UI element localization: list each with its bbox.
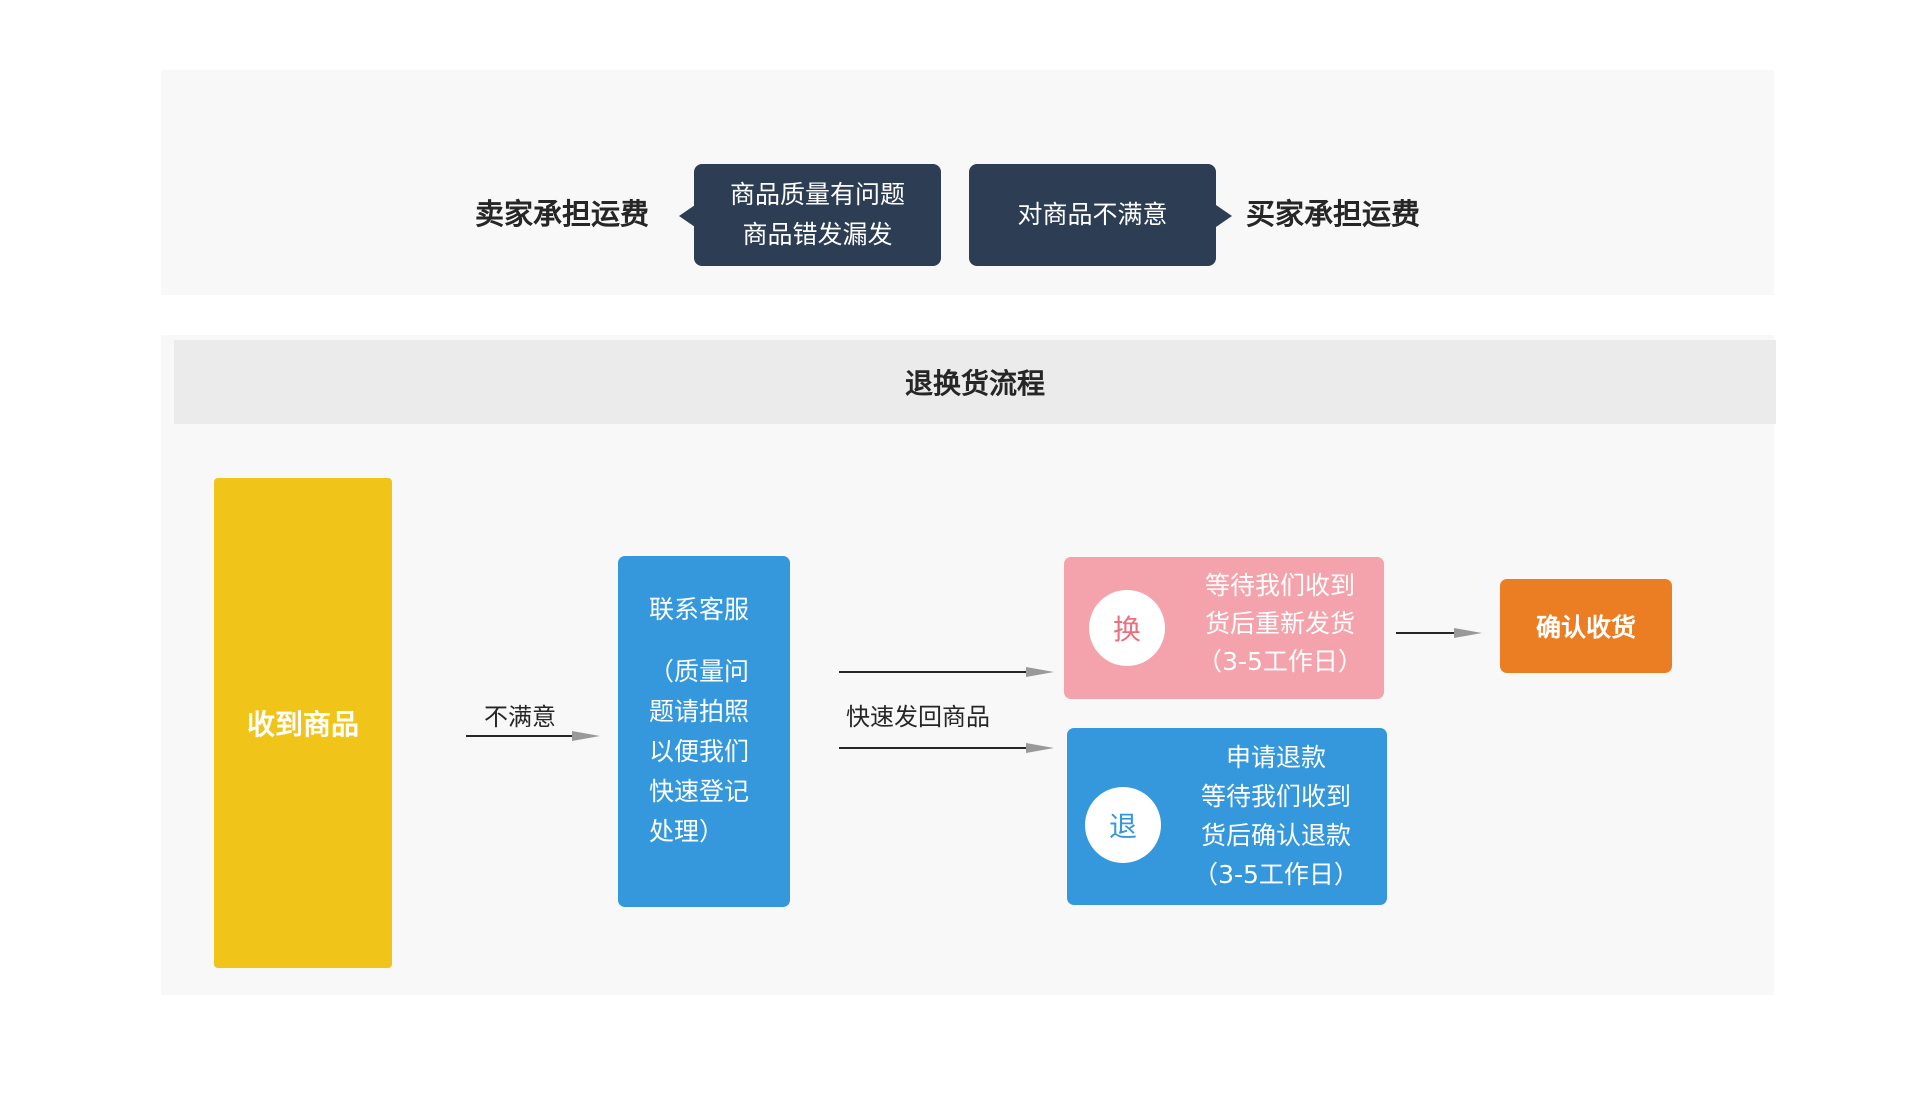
buyer-reason-text: 对商品不满意 xyxy=(1017,200,1168,229)
process-title-bar: 退换货流程 xyxy=(174,340,1776,424)
right-pointer xyxy=(1216,205,1232,227)
refund-box: 退 申请退款 等待我们收到 货后确认退款 （3-5工作日） xyxy=(1067,728,1387,905)
shipping-cost-panel xyxy=(161,70,1774,295)
buyer-pays-label: 买家承担运费 xyxy=(1246,197,1421,231)
exchange-box: 换 等待我们收到 货后重新发货 （3-5工作日） xyxy=(1064,557,1384,699)
refund-line: 申请退款 xyxy=(1225,743,1326,772)
confirm-receipt-box: 确认收货 xyxy=(1500,579,1672,673)
contact-service-box: 联系客服 （质量问 题请拍照 以便我们 快速登记 处理） xyxy=(618,556,790,907)
contact-service-line: （质量问 xyxy=(649,657,750,686)
left-pointer xyxy=(679,205,695,227)
seller-reasons-box: 商品质量有问题 商品错发漏发 xyxy=(694,164,941,266)
exchange-line: 等待我们收到 xyxy=(1204,571,1355,600)
contact-service-line: 以便我们 xyxy=(649,737,750,766)
confirm-receipt-text: 确认收货 xyxy=(1535,613,1636,642)
exchange-line: （3-5工作日） xyxy=(1197,647,1363,676)
contact-service-line: 处理） xyxy=(649,817,725,846)
contact-service-line: 快速登记 xyxy=(649,777,750,806)
process-title: 退换货流程 xyxy=(904,367,1045,400)
exchange-line: 货后重新发货 xyxy=(1204,609,1355,638)
refund-line: 货后确认退款 xyxy=(1200,821,1351,850)
seller-reason-line: 商品错发漏发 xyxy=(742,220,893,249)
refund-text: 申请退款 等待我们收到 货后确认退款 （3-5工作日） xyxy=(1171,738,1381,894)
contact-service-line: 题请拍照 xyxy=(649,697,750,726)
refund-badge: 退 xyxy=(1085,787,1161,863)
seller-reason-line: 商品质量有问题 xyxy=(729,180,905,209)
refund-line: （3-5工作日） xyxy=(1193,860,1359,889)
exchange-badge: 换 xyxy=(1089,590,1165,666)
received-goods-box: 收到商品 xyxy=(214,478,392,968)
unsatisfied-label: 不满意 xyxy=(484,703,556,731)
buyer-reason-box: 对商品不满意 xyxy=(969,164,1216,266)
received-goods-text: 收到商品 xyxy=(246,708,359,741)
seller-pays-label: 卖家承担运费 xyxy=(475,197,650,231)
refund-line: 等待我们收到 xyxy=(1200,782,1351,811)
contact-service-title: 联系客服 xyxy=(649,595,750,624)
return-goods-label: 快速发回商品 xyxy=(846,703,990,731)
exchange-text: 等待我们收到 货后重新发货 （3-5工作日） xyxy=(1184,567,1376,681)
